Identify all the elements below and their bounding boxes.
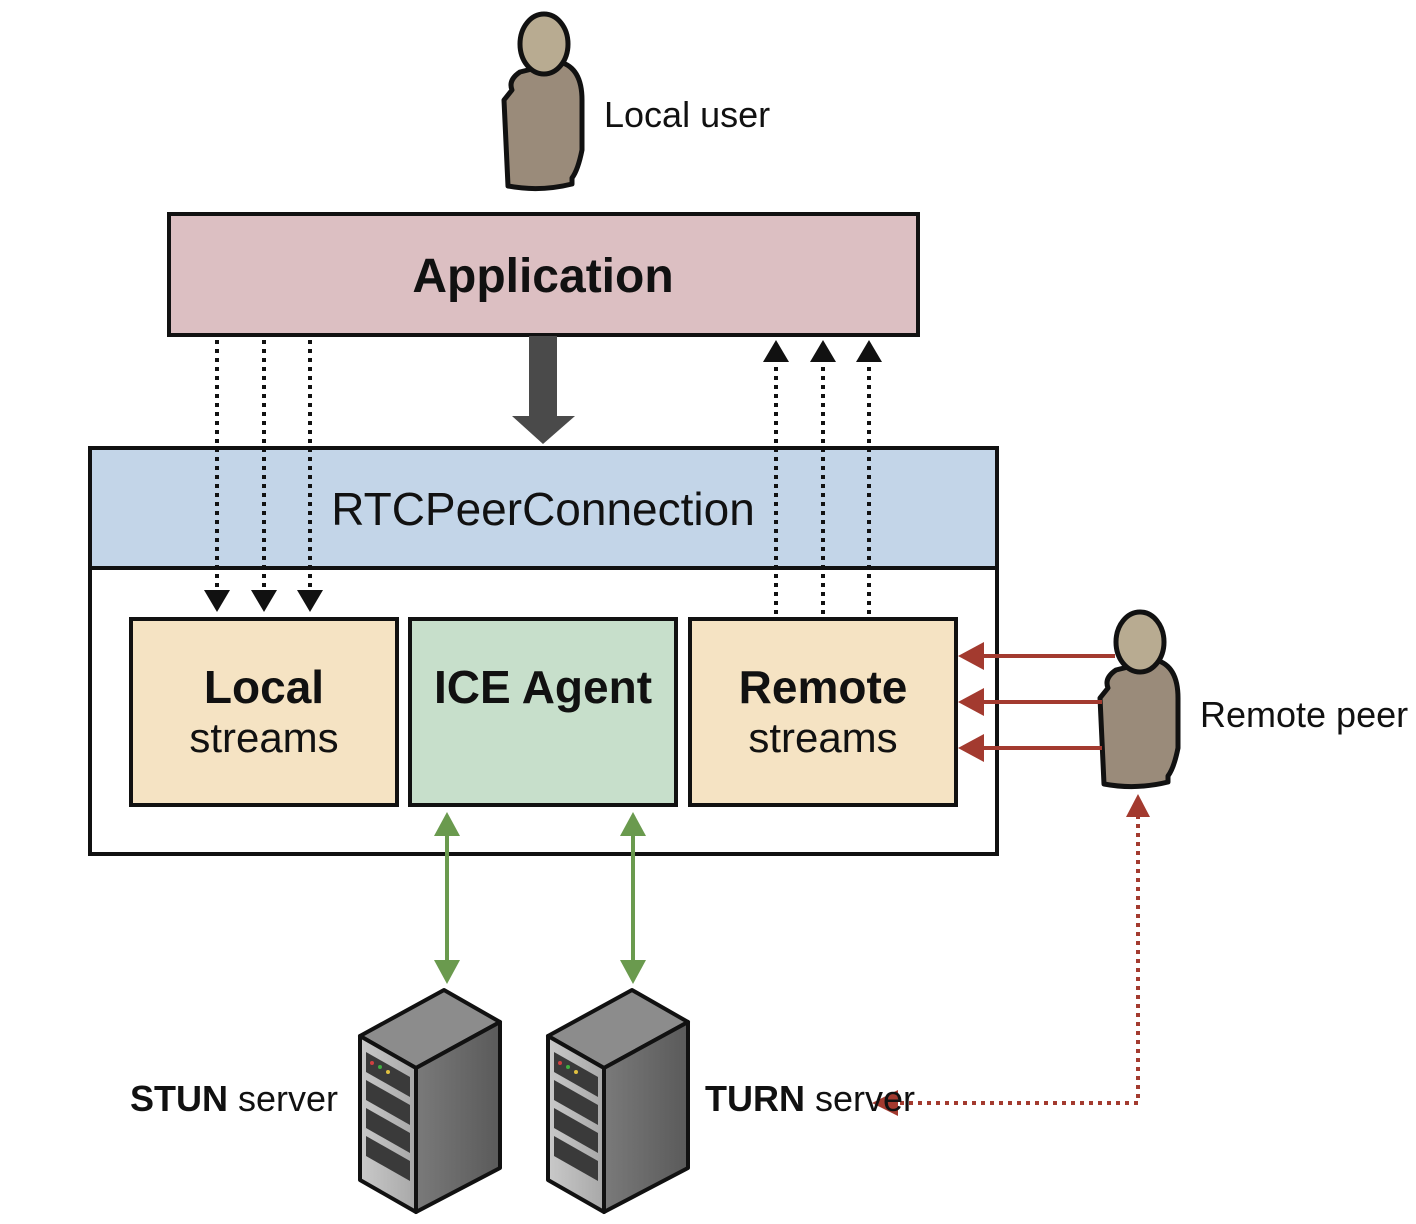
remote-peer-icon [1097,609,1181,790]
local-user-label: Local user [604,94,770,135]
local-streams-box: Local streams [129,617,399,807]
ice-agent-box: ICE Agent [408,617,678,807]
remote-streams-label-line2: streams [748,714,897,761]
remote-peer-label: Remote peer [1200,694,1408,735]
application-to-local-streams-arrows [215,340,312,592]
turn-server-label-rest: server [805,1078,915,1119]
turn-server-label-bold: TURN [705,1078,805,1119]
application-to-peerconnection-arrow [512,336,575,444]
remote-streams-label-line1: Remote [739,661,908,713]
ice-agent-label: ICE Agent [434,661,652,713]
turn-server-icon [546,988,690,1214]
local-streams-label-line1: Local [204,661,324,713]
stun-server-label: STUN server [130,1078,338,1119]
remote-peer-turn-dotted-arrow [872,794,1150,1116]
local-user-icon [501,11,585,192]
remote-streams-box: Remote streams [688,617,958,807]
stun-server-icon [358,988,502,1214]
ice-agent-stun-arrow [434,812,460,984]
turn-server-label: TURN server [705,1078,915,1119]
stun-server-label-bold: STUN [130,1078,228,1119]
remote-streams-arrowheads [958,642,984,762]
stun-server-label-rest: server [228,1078,338,1119]
local-streams-arrowheads [204,590,323,612]
ice-agent-turn-arrow [620,812,646,984]
peerconnection-label: RTCPeerConnection [331,483,755,535]
application-box: Application [167,212,920,337]
remote-streams-to-application-arrows [774,362,871,614]
remote-peer-to-remote-streams-arrows [972,654,1115,750]
local-streams-label-line2: streams [189,714,338,761]
application-arrowheads [763,340,882,362]
application-label: Application [412,250,673,303]
